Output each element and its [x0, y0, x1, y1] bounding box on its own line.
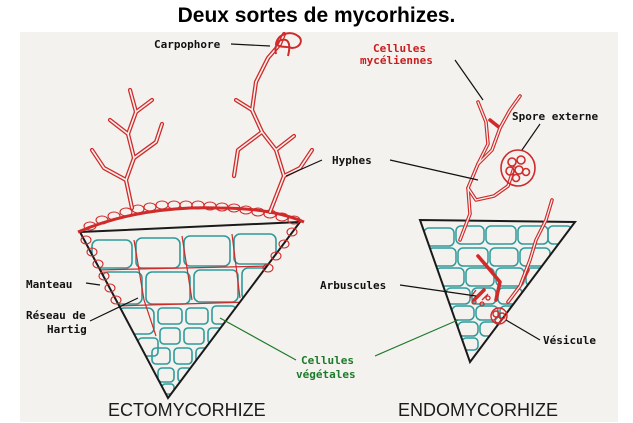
label-carpophore: Carpophore	[154, 38, 221, 51]
label-spore-externe: Spore externe	[512, 110, 598, 123]
label-cellules-vegetales-2: végétales	[296, 368, 356, 381]
ecto-hyphae	[92, 34, 312, 212]
endomycorrhiza-drawing	[420, 96, 575, 362]
pointer-spore	[522, 124, 540, 150]
pointer-carpophore	[231, 44, 270, 46]
ectomycorrhiza-drawing	[78, 33, 312, 398]
vesicle	[491, 308, 507, 324]
ecto-mantle	[78, 201, 304, 304]
pointer-manteau	[86, 283, 100, 285]
pointer-vesicule	[506, 320, 540, 340]
pointer-cellules-vegetales-endo	[375, 320, 458, 356]
caption-endomycorhize: ENDOMYCORHIZE	[398, 400, 558, 420]
caption-ectomycorhize: ECTOMYCORHIZE	[108, 400, 266, 420]
label-vesicule: Vésicule	[543, 334, 596, 347]
label-arbuscules: Arbuscules	[320, 279, 386, 292]
label-cellules-vegetales-1: Cellules	[301, 354, 354, 367]
label-hartig: Hartig	[47, 323, 87, 336]
label-hyphes: Hyphes	[332, 154, 372, 167]
ecto-hartig-net	[96, 234, 270, 336]
label-manteau: Manteau	[26, 278, 72, 291]
label-cellules-myceliennes-2: mycéliennes	[360, 54, 433, 67]
pointer-arbuscules	[400, 285, 476, 296]
pointer-hyphes-endo	[390, 160, 478, 180]
ecto-plant-cells	[92, 234, 276, 394]
pointer-reseau	[90, 298, 138, 321]
pointer-cellules-myceliennes	[455, 60, 483, 100]
label-reseau-de: Réseau de	[26, 309, 86, 322]
pointer-cellules-vegetales-ecto	[220, 318, 296, 360]
external-spore	[501, 150, 535, 186]
